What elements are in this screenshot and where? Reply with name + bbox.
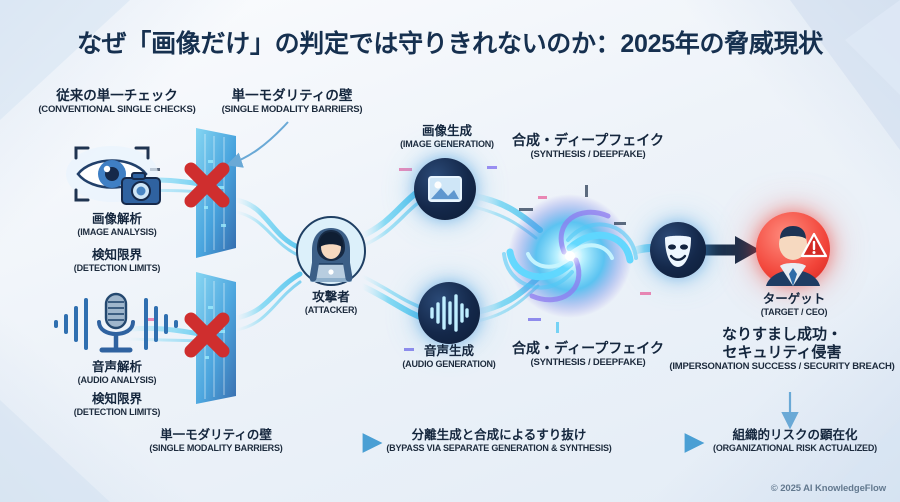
target-label: ターゲット (TARGET / CEO) [726, 292, 862, 318]
target-outcome-label: なりすまし成功・ セキュリティ侵害 (IMPERSONATION SUCCESS… [668, 326, 896, 373]
waveform-icon [54, 298, 178, 350]
synthesis-bottom-label: 合成・ディープフェイク (SYNTHESIS / DEEPFAKE) [500, 340, 676, 368]
red-x-icon [180, 308, 234, 362]
target-en: (TARGET / CEO) [760, 306, 828, 317]
attacker-en: (ATTACKER) [304, 304, 358, 315]
audio-detection-limits-en: (DETECTION LIMITS) [73, 406, 161, 417]
synthesis-top-label: 合成・ディープフェイク (SYNTHESIS / DEEPFAKE) [500, 132, 676, 160]
target-outcome-en: (IMPERSONATION SUCCESS / SECURITY BREACH… [669, 361, 895, 373]
image-generation-en: (IMAGE GENERATION) [400, 138, 494, 149]
target-outcome-jp-line1: なりすまし成功・ [721, 326, 842, 343]
image-generation-label: 画像生成 (IMAGE GENERATION) [382, 124, 512, 150]
conventional-checks-heading-jp: 従来の単一チェック [56, 88, 178, 103]
barrier-callout-jp: 単一モダリティの壁 [231, 88, 353, 103]
hooded-attacker-laptop-icon [296, 216, 366, 286]
barrier-callout-en: (SINGLE MODALITY BARRIERS) [221, 103, 363, 115]
audio-analysis-jp: 音声解析 [91, 360, 142, 374]
target-jp: ターゲット [762, 292, 826, 306]
synthesis-top-jp: 合成・ディープフェイク [512, 132, 664, 148]
audio-generation-label: 音声生成 (AUDIO GENERATION) [384, 344, 514, 370]
businessman-target-icon [756, 212, 830, 286]
conventional-checks-heading: 従来の単一チェック (CONVENTIONAL SINGLE CHECKS) [22, 88, 212, 115]
audio-generation-en: (AUDIO GENERATION) [402, 358, 496, 369]
attacker-jp: 攻撃者 [312, 290, 350, 304]
audio-generation-jp: 音声生成 [423, 344, 474, 358]
camera-icon [121, 172, 161, 205]
image-generation-jp: 画像生成 [421, 124, 472, 138]
callout-arrow [226, 121, 289, 168]
image-detection-limits-label: 検知限界 (DETECTION LIMITS) [28, 248, 206, 274]
audio-analysis-label: 音声解析 (AUDIO ANALYSIS) [28, 360, 206, 386]
bottom-flow-item-3: 組織的リスクの顕在化 (ORGANIZATIONAL RISK ACTUALIZ… [700, 428, 890, 454]
copyright-notice: © 2025 AI KnowledgeFlow [770, 483, 886, 494]
image-analysis-jp: 画像解析 [91, 212, 142, 226]
bottom-flow-2-en: (BYPASS VIA SEPARATE GENERATION & SYNTHE… [386, 442, 612, 453]
warning-triangle-icon [800, 232, 828, 258]
audio-detection-limits-label: 検知限界 (DETECTION LIMITS) [28, 392, 206, 418]
bottom-flow-item-1: 単一モダリティの壁 (SINGLE MODALITY BARRIERS) [140, 428, 292, 454]
synthesis-bottom-en: (SYNTHESIS / DEEPFAKE) [530, 356, 646, 368]
eye-scan-icon [60, 140, 180, 210]
image-detection-limits-en: (DETECTION LIMITS) [73, 262, 161, 273]
bottom-flow-3-en: (ORGANIZATIONAL RISK ACTUALIZED) [713, 442, 877, 453]
synthesis-bottom-jp: 合成・ディープフェイク [512, 340, 664, 356]
audio-detection-limits-jp: 検知限界 [91, 392, 142, 406]
vortex-icon [502, 194, 638, 318]
bottom-flow-3-jp: 組織的リスクの顕在化 [732, 428, 858, 442]
bottom-flow-1-jp: 単一モダリティの壁 [160, 428, 272, 442]
image-detection-limits-jp: 検知限界 [91, 248, 142, 262]
red-x-icon [180, 158, 234, 212]
page-title: なぜ「画像だけ」の判定では守りきれないのか：2025年の脅威現状 [76, 30, 824, 58]
synthesis-top-en: (SYNTHESIS / DEEPFAKE) [530, 148, 646, 160]
image-analysis-label: 画像解析 (IMAGE ANALYSIS) [28, 212, 206, 238]
conventional-checks-heading-en: (CONVENTIONAL SINGLE CHECKS) [38, 103, 196, 115]
mask-to-target-arrow [700, 236, 760, 264]
bottom-flow-1-en: (SINGLE MODALITY BARRIERS) [149, 442, 283, 453]
barrier-callout-label: 単一モダリティの壁 (SINGLE MODALITY BARRIERS) [212, 88, 372, 115]
image-analysis-en: (IMAGE ANALYSIS) [77, 226, 157, 237]
bottom-flow-2-jp: 分離生成と合成によるすり抜け [411, 428, 587, 442]
theater-mask-icon [650, 222, 706, 278]
bottom-flow-item-2: 分離生成と合成によるすり抜け (BYPASS VIA SEPARATE GENE… [382, 428, 616, 454]
attacker-label: 攻撃者 (ATTACKER) [272, 290, 390, 316]
target-outcome-jp-line2: セキュリティ侵害 [722, 343, 842, 361]
audio-generation-icon [418, 282, 480, 344]
image-generation-icon [414, 158, 476, 220]
microphone-waveform-icon [46, 288, 186, 360]
audio-analysis-en: (AUDIO ANALYSIS) [77, 374, 157, 385]
